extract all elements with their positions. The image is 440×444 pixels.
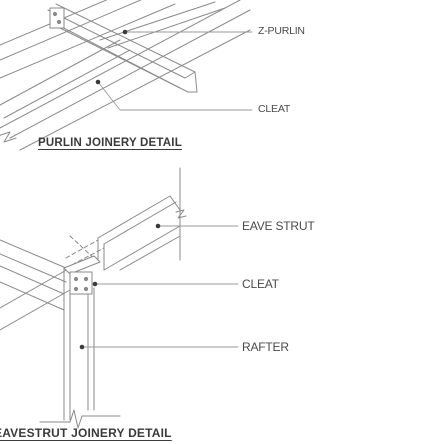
rafter-web-2 xyxy=(0,289,71,331)
label-eave-strut: EAVE STRUT xyxy=(242,219,315,233)
eave-strut-back-lower xyxy=(119,235,181,271)
cleat-bolt-4 xyxy=(83,286,89,292)
rafter-bottom-2 xyxy=(19,29,251,151)
rafter-bottom-3 xyxy=(0,0,241,129)
column-cap xyxy=(63,255,101,275)
eave-strut-top xyxy=(97,195,171,239)
rafter-flange-4 xyxy=(0,281,65,311)
purlin-bottom-edge xyxy=(59,27,189,93)
label-z-purlin: Z-PURLIN xyxy=(258,25,305,37)
rafter-top-flange xyxy=(0,0,108,46)
rafter-bottom-1 xyxy=(9,9,251,139)
cleat-bolt-2 xyxy=(83,276,89,282)
label-cleat-bottom: CLEAT xyxy=(242,277,279,291)
cleat-plate-top xyxy=(49,7,65,29)
cleat-bolt-3 xyxy=(73,286,79,292)
dot-cleat-bottom xyxy=(92,281,98,287)
cleat-bolt-1 xyxy=(73,276,79,282)
eavestrut-detail-drawing xyxy=(0,167,187,429)
bolt-1 xyxy=(52,11,58,17)
hidden-line-1 xyxy=(65,239,99,259)
dot-eave-strut xyxy=(155,223,161,229)
purlin-top-edge xyxy=(47,9,186,79)
rafter-flange-1 xyxy=(0,239,67,269)
rafter-line-3 xyxy=(0,3,176,79)
rafter-web-1 xyxy=(0,267,71,309)
rafter-flange-2 xyxy=(0,253,67,283)
purlin-detail-title: PURLIN JOINERY DETAIL xyxy=(38,137,182,149)
eave-strut-lip xyxy=(169,195,181,211)
rafter-lower-2 xyxy=(3,49,131,119)
column-break xyxy=(175,209,187,219)
purlin-upper-web xyxy=(55,3,196,73)
purlin-inner-line-2 xyxy=(107,7,226,49)
rafter-line-2 xyxy=(0,0,142,61)
break-symbol xyxy=(0,131,17,143)
dot-cleat-top xyxy=(95,79,101,85)
eave-strut-bottom xyxy=(103,225,181,271)
purlin-inner-line xyxy=(99,1,216,41)
label-rafter: RAFTER xyxy=(242,340,289,354)
dot-rafter xyxy=(79,344,85,350)
eavestrut-detail-title: EAVESTRUT JOINERY DETAIL xyxy=(0,426,172,440)
base-break xyxy=(39,409,121,429)
eave-strut-top-2 xyxy=(103,201,177,245)
rafter-flange-3 xyxy=(0,265,65,295)
dot-z-purlin xyxy=(122,29,128,35)
purlin-detail-drawing xyxy=(0,0,251,151)
leader-lines xyxy=(81,31,253,348)
cleat-plate xyxy=(69,271,93,295)
leader-cleat-top xyxy=(97,81,253,111)
purlin-end-lip xyxy=(184,71,198,93)
bolt-2 xyxy=(56,19,62,25)
leader-dots xyxy=(79,29,161,350)
rafter-lower-1 xyxy=(0,39,121,106)
label-cleat-top: CLEAT xyxy=(258,103,291,115)
